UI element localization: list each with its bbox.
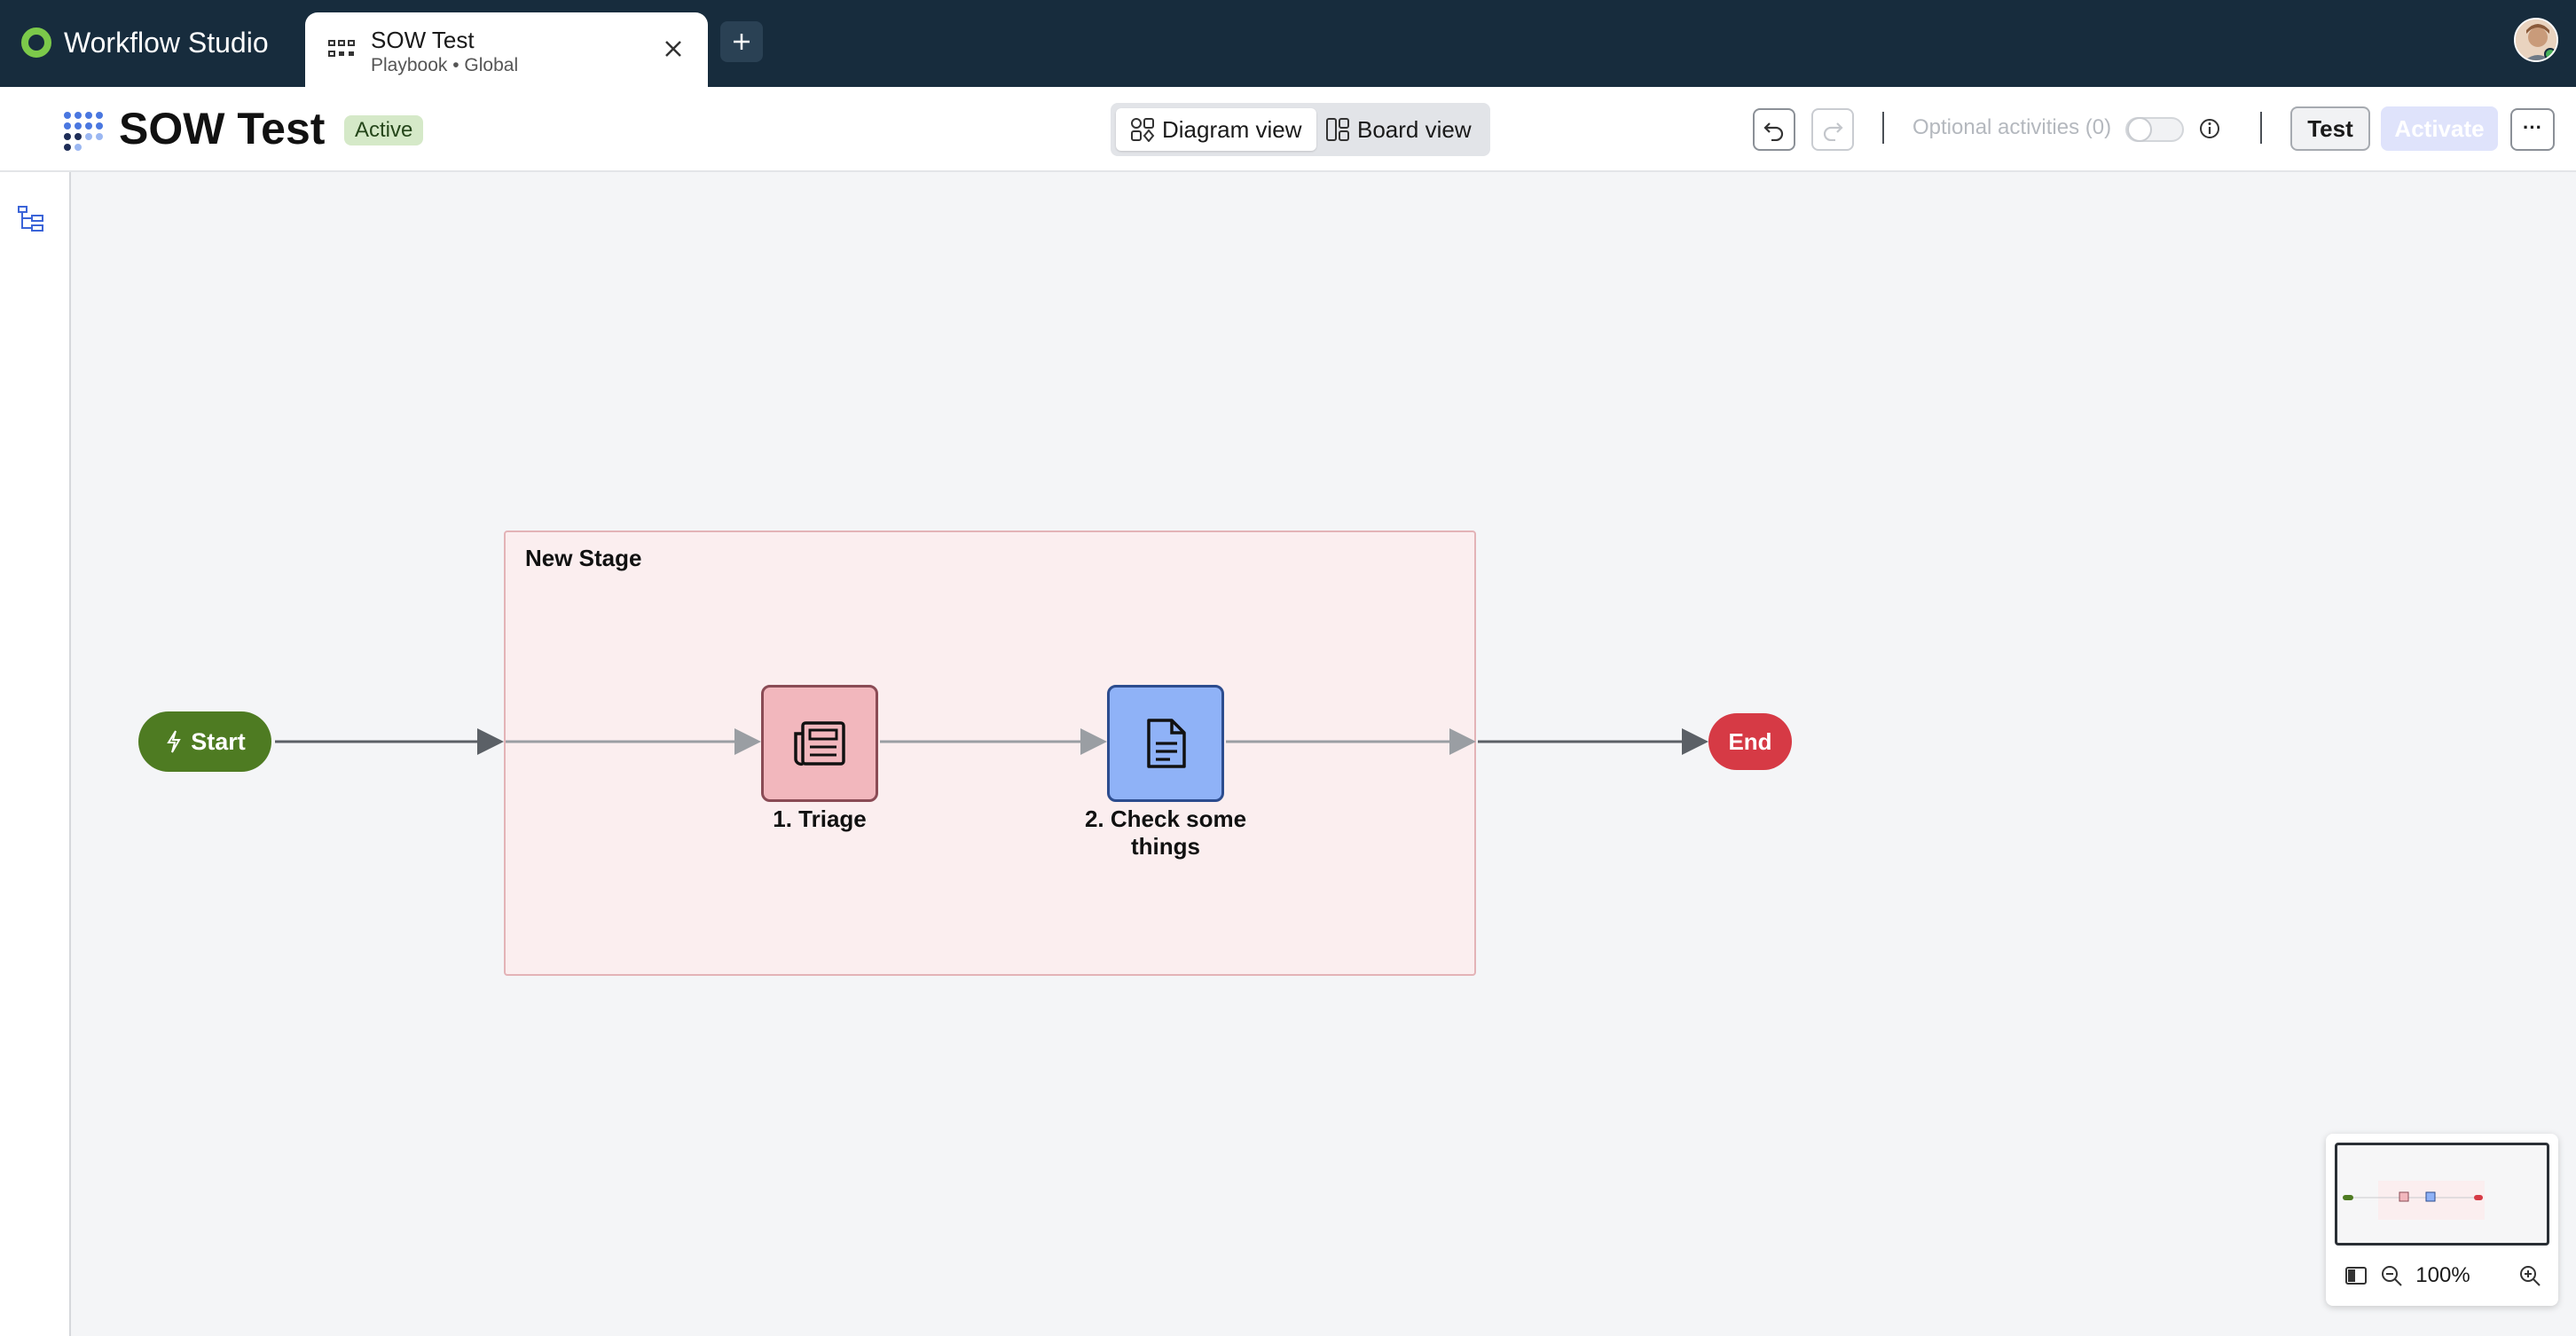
diagram-view-label: Diagram view: [1162, 115, 1302, 143]
divider: [2260, 112, 2262, 144]
minimap-toggle-button[interactable]: [2338, 1258, 2374, 1293]
end-label: End: [1728, 727, 1772, 755]
tree-icon[interactable]: [16, 204, 46, 234]
top-bar: Workflow Studio SOW Test Playbook • Glob…: [0, 0, 2576, 87]
lightning-icon: [167, 730, 181, 753]
page-title: SOW Test: [119, 104, 326, 153]
activity-label: 2. Check some things: [1084, 806, 1247, 860]
diagram-icon: [1131, 118, 1155, 142]
minimap[interactable]: 100%: [2326, 1134, 2558, 1306]
playbook-icon: [64, 112, 103, 151]
start-label: Start: [191, 727, 246, 755]
minimap-toggle-icon: [2345, 1267, 2367, 1285]
activity-check-some-things[interactable]: [1107, 685, 1224, 802]
activity-triage[interactable]: [761, 685, 878, 802]
toggle-knob: [2127, 117, 2152, 142]
board-view-label: Board view: [1357, 115, 1472, 143]
zoom-out-icon: [2382, 1266, 2402, 1286]
playbook-header: SOW Test Active Diagram view Board view: [0, 87, 2576, 172]
view-toggle: Diagram view Board view: [1111, 103, 1490, 156]
online-status-dot: [2544, 48, 2556, 60]
test-button[interactable]: Test: [2290, 106, 2370, 151]
stage-label: New Stage: [525, 545, 642, 571]
zoom-in-button[interactable]: [2512, 1258, 2548, 1293]
app-logo-icon: [21, 28, 51, 58]
end-node[interactable]: End: [1708, 713, 1792, 770]
playbook-icon: [328, 40, 355, 57]
more-options-button[interactable]: ···: [2510, 108, 2555, 151]
avatar[interactable]: [2514, 18, 2558, 62]
app-name: Workflow Studio: [64, 26, 269, 59]
tab-diagram-view[interactable]: Diagram view: [1116, 108, 1316, 151]
redo-icon: [1823, 122, 1843, 141]
newspaper-icon: [794, 721, 845, 766]
new-tab-button[interactable]: [720, 21, 763, 62]
undo-icon: [1763, 122, 1784, 141]
start-node[interactable]: Start: [138, 711, 271, 772]
user-face-icon: [2516, 20, 2556, 60]
left-sidebar: [0, 172, 71, 1336]
zoom-level: 100%: [2415, 1263, 2470, 1287]
tab-title: SOW Test: [371, 27, 475, 53]
tab-subtitle: Playbook • Global: [371, 55, 519, 75]
info-icon[interactable]: [2198, 117, 2221, 140]
activity-label: 1. Triage: [773, 806, 867, 832]
stage-container[interactable]: New Stage: [504, 530, 1476, 976]
optional-activities-toggle[interactable]: [2125, 117, 2184, 142]
divider: [1882, 112, 1884, 144]
minimap-viewport[interactable]: [2335, 1143, 2549, 1246]
document-icon: [1147, 719, 1186, 768]
minimap-preview: [2343, 1181, 2485, 1220]
zoom-in-icon: [2520, 1266, 2541, 1286]
zoom-out-button[interactable]: [2376, 1258, 2407, 1293]
status-badge: Active: [344, 115, 424, 145]
tab-sow-test[interactable]: SOW Test Playbook • Global: [305, 12, 708, 87]
undo-button[interactable]: [1753, 108, 1795, 151]
optional-activities-label: Optional activities (0): [1912, 115, 2112, 139]
tab-board-view[interactable]: Board view: [1311, 108, 1486, 151]
activate-button[interactable]: Activate: [2381, 106, 2498, 151]
plus-icon: [734, 34, 750, 50]
app-brand[interactable]: Workflow Studio: [21, 23, 269, 62]
board-icon: [1326, 118, 1349, 141]
redo-button[interactable]: [1811, 108, 1854, 151]
close-icon[interactable]: [662, 37, 685, 60]
